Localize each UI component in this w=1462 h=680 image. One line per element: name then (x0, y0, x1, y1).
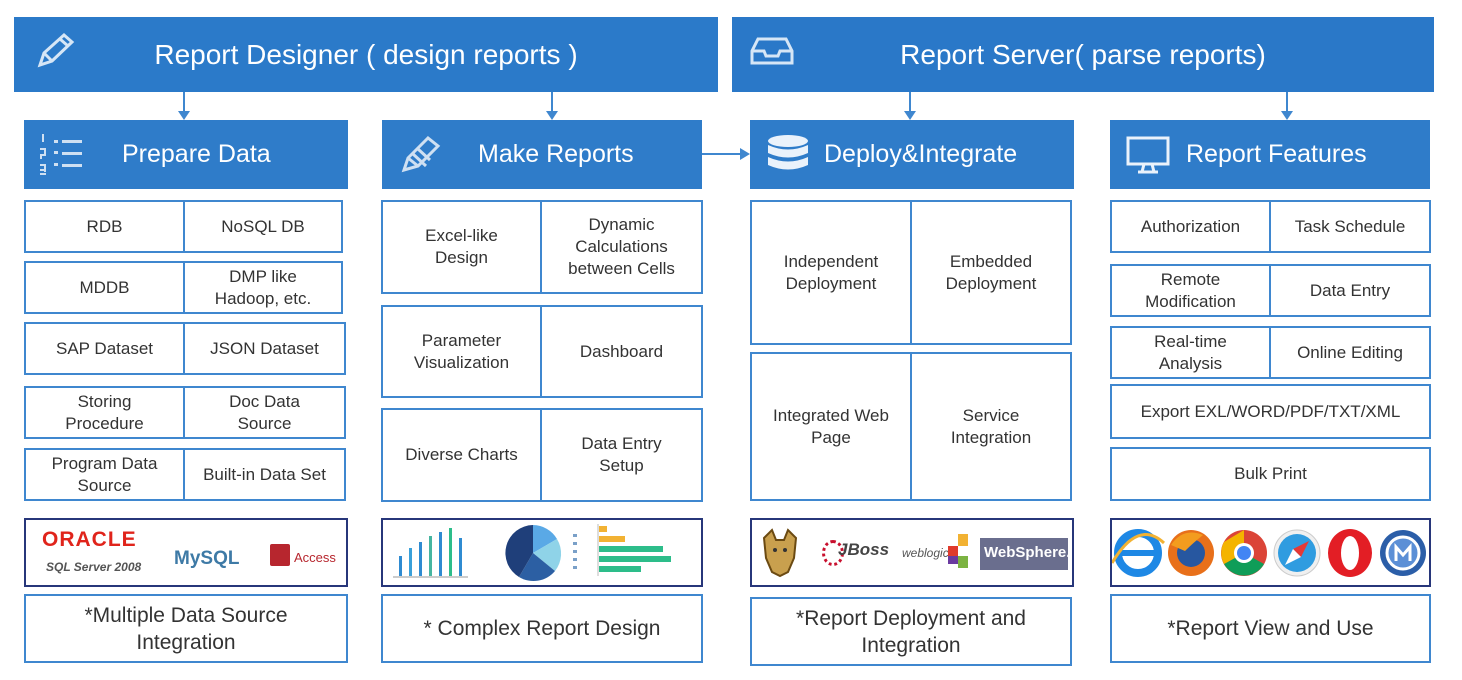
cell-integrated-web-page: Integrated Web Page (750, 352, 912, 501)
report-server-title: Report Server( parse reports) (900, 38, 1266, 70)
cell-embedded-deployment: Embedded Deployment (910, 200, 1072, 345)
legend-thumbnail (573, 534, 577, 569)
deploy-integrate-header: Deploy&Integrate (750, 120, 1074, 189)
arrow-designer-to-make-reports (546, 92, 558, 120)
cell-data-entry-setup: Data Entry Setup (540, 408, 703, 502)
report-server-banner: Report Server( parse reports) (732, 17, 1434, 92)
cell-service-integration: Service Integration (910, 352, 1072, 501)
pie-chart-thumbnail (505, 525, 562, 582)
chart-samples (381, 518, 703, 587)
tomcat-icon (762, 528, 798, 578)
cell-export-formats: Export EXL/WORD/PDF/TXT/XML (1110, 384, 1431, 439)
cell-json-dataset: JSON Dataset (183, 322, 346, 375)
prepare-data-header: Prepare Data (24, 120, 348, 189)
monitor-icon (1126, 136, 1170, 174)
make-reports-title: Make Reports (478, 140, 634, 168)
jboss-icon (822, 540, 844, 566)
weblogic-icon (948, 534, 968, 568)
horizontal-bar-thumbnail (597, 524, 671, 576)
cell-remote-modification: Remote Modification (1110, 264, 1271, 317)
report-features-header: Report Features (1110, 120, 1430, 189)
cell-storing-procedure: Storing Procedure (24, 386, 185, 439)
cell-excel-like-design: Excel-like Design (381, 200, 542, 294)
summary-report-view-use: *Report View and Use (1110, 594, 1431, 663)
cell-mddb: MDDB (24, 261, 185, 314)
app-server-logos: JBoss weblogic WebSphere. (750, 518, 1074, 587)
report-features-title: Report Features (1186, 140, 1367, 168)
arrow-server-to-features (1281, 92, 1293, 120)
cell-parameter-visualization: Parameter Visualization (381, 305, 542, 398)
report-designer-title: Report Designer ( design reports ) (154, 38, 578, 70)
mysql-logo: MySQL (174, 548, 240, 569)
oracle-logo: ORACLE (42, 528, 137, 551)
cell-online-editing: Online Editing (1269, 326, 1431, 379)
cell-sap-dataset: SAP Dataset (24, 322, 185, 375)
chrome-icon (1221, 530, 1267, 576)
websphere-logo-bg (980, 538, 1068, 570)
cell-rdb: RDB (24, 200, 185, 253)
cell-authorization: Authorization (1110, 200, 1271, 253)
cell-dmp-hadoop: DMP like Hadoop, etc. (183, 261, 343, 314)
safari-icon (1273, 529, 1321, 577)
deploy-integrate-title: Deploy&Integrate (824, 140, 1018, 168)
cell-independent-deployment: Independent Deployment (750, 200, 912, 345)
firefox-icon (1168, 530, 1214, 576)
jboss-logo: JBoss (838, 540, 890, 559)
inbox-tray-icon (750, 37, 794, 65)
cell-bulk-print: Bulk Print (1110, 447, 1431, 501)
cell-data-entry: Data Entry (1269, 264, 1431, 317)
ie-icon (1110, 529, 1166, 577)
pencil-icon (37, 32, 75, 68)
summary-deployment-integration: *Report Deployment and Integration (750, 597, 1072, 666)
cell-dashboard: Dashboard (540, 305, 703, 398)
access-icon (270, 544, 290, 566)
report-designer-banner: Report Designer ( design reports ) (14, 17, 718, 92)
cell-built-in-data-set: Built-in Data Set (183, 448, 346, 501)
cell-program-data-source: Program Data Source (24, 448, 185, 501)
pencil-icon (401, 135, 441, 173)
cell-real-time-analysis: Real-time Analysis (1110, 326, 1271, 379)
cell-task-schedule: Task Schedule (1269, 200, 1431, 253)
prepare-data-title: Prepare Data (122, 140, 271, 168)
browser-icons (1110, 529, 1426, 577)
summary-complex-report-design: * Complex Report Design (381, 594, 703, 663)
cell-doc-data-source: Doc Data Source (183, 386, 346, 439)
arrow-make-reports-to-deploy (700, 148, 750, 160)
access-logo: Access (294, 550, 336, 565)
websphere-logo: WebSphere. (984, 544, 1071, 561)
sql-server-logo: SQL Server 2008 (46, 560, 142, 574)
cell-diverse-charts: Diverse Charts (381, 408, 542, 502)
chart-sample-images (393, 524, 671, 582)
numbered-list-icon (40, 134, 82, 175)
make-reports-header: Make Reports (382, 120, 702, 189)
arrow-server-to-deploy (904, 92, 916, 120)
database-logos: ORACLE SQL Server 2008 MySQL Access (24, 518, 348, 587)
cell-nosql-db: NoSQL DB (183, 200, 343, 253)
database-icon (768, 135, 808, 170)
opera-icon (1328, 529, 1372, 577)
bar-chart-thumbnail (393, 528, 468, 578)
arrow-designer-to-prepare-data (178, 92, 190, 120)
cell-dynamic-calculations: Dynamic Calculations between Cells (540, 200, 703, 294)
browser-logos (1110, 518, 1431, 587)
maxthon-icon (1380, 530, 1426, 576)
summary-multiple-data-source: *Multiple Data Source Integration (24, 594, 348, 663)
weblogic-logo: weblogic (902, 546, 949, 560)
